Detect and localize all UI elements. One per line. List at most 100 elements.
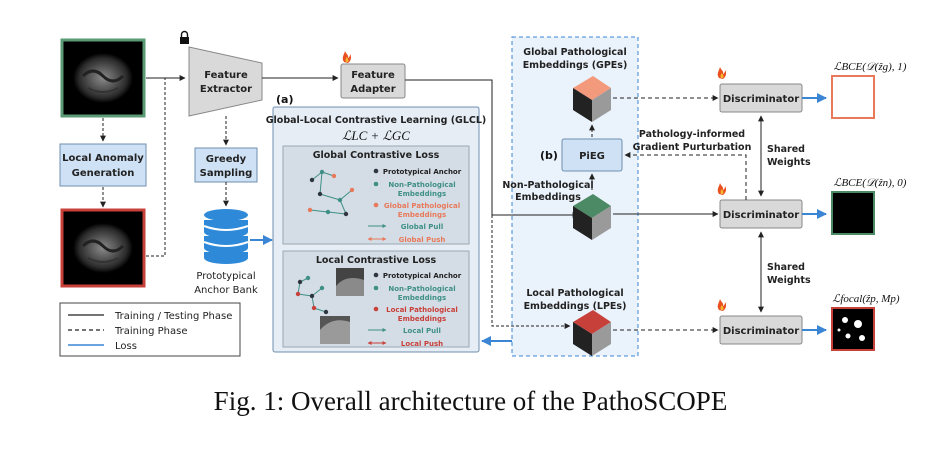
legend-item-label: Non-Pathological [388, 285, 455, 293]
scatter-point [325, 209, 331, 215]
scatter-point [307, 207, 313, 213]
scatter-edge [319, 171, 323, 195]
shared-weights-2-label: Shared [767, 262, 805, 273]
lock-icon [180, 30, 189, 44]
scatter-point [317, 191, 323, 197]
legend-marker-dot [373, 202, 379, 208]
scatter-point [323, 309, 329, 315]
fire-icon [342, 51, 352, 63]
scatter-edge [339, 189, 353, 201]
legend-marker-dot [373, 306, 379, 312]
scatter-edge [327, 211, 347, 215]
legend-marker-dot [373, 285, 379, 291]
legend-item-label: Non-Pathological [388, 181, 455, 189]
discriminator-1-label: Discriminator [723, 94, 799, 105]
augmented-mri-image [60, 208, 146, 288]
shared-weights-1-label: Shared [767, 144, 805, 155]
pieg-label: PiEG [579, 151, 605, 162]
local-patch-thumbnail-2 [320, 316, 350, 344]
global-embedding-scatter [307, 169, 355, 217]
output-map-nonpath [831, 191, 875, 235]
scatter-edge [339, 199, 347, 215]
legend-item-label: Embeddings [398, 294, 446, 302]
local-anomaly-generation-label-2: Generation [72, 168, 135, 179]
legend-marker-dot [373, 168, 379, 174]
local-patch-thumbnail-1 [336, 268, 364, 296]
adapter-to-embedding-line [405, 79, 579, 218]
greedy-sampling-label: Greedy [206, 154, 247, 165]
feature-extractor-label-2: Extractor [200, 84, 252, 95]
scatter-point [309, 293, 315, 299]
lpe-cube [573, 310, 611, 356]
scatter-point [295, 291, 301, 297]
nonpath-label: Non-Pathological [502, 180, 593, 191]
embeddings-tag: (b) [540, 149, 558, 162]
scatter-point [309, 177, 315, 183]
scatter-point [319, 285, 325, 291]
augmented-to-extractor-line [146, 78, 166, 257]
legend-item-label: Embeddings [398, 190, 446, 198]
legend-marker-dot [373, 181, 379, 187]
bce-nonpath-label: ℒBCE(𝒟(ẑn), 0) [834, 177, 907, 189]
legend-item-label: Local Push [401, 340, 443, 348]
nonpath-cube [573, 194, 611, 240]
shared-weights-1-label-2: Weights [767, 157, 811, 168]
gpe-cube [573, 76, 611, 122]
output-map-local [831, 307, 875, 351]
anchor-bank-label: Prototypical [196, 271, 255, 282]
legend-item-label: Embeddings [398, 315, 446, 323]
local-loss-title: Local Contrastive Loss [316, 255, 437, 266]
local-anomaly-generation-label: Local Anomaly [62, 153, 144, 164]
gpe-label: Global Pathological [523, 47, 626, 58]
local-loss-panel [282, 250, 470, 348]
focal-local-label: ℒfocal(ẑp, Mp) [832, 293, 900, 305]
local-anomaly-generation-box [59, 143, 147, 187]
glcl-title: Global-Local Contrastive Learning (GLCL) [266, 115, 487, 126]
anchor-bank-label-2: Anchor Bank [194, 285, 258, 296]
scatter-point [331, 173, 337, 179]
scatter-edge [297, 293, 313, 297]
adapter-to-lpe-line [491, 215, 571, 329]
database-icon [203, 209, 249, 264]
local-embedding-scatter [295, 275, 329, 315]
feature-adapter-label: Feature [351, 70, 395, 81]
feature-extractor-label: Feature [204, 70, 248, 81]
global-loss-panel [282, 145, 470, 245]
legend-loss-label: Loss [115, 341, 137, 352]
scatter-point [305, 275, 311, 281]
legend-item-label: Prototypical Anchor [383, 168, 462, 176]
feature-adapter-label-2: Adapter [350, 84, 395, 95]
legend-item-label: Local Pathological [386, 306, 458, 314]
legend-item-label: Prototypical Anchor [383, 272, 462, 280]
greedy-sampling-label-2: Sampling [200, 168, 253, 179]
nonpath-label-2: Embeddings [515, 192, 581, 203]
global-loss-title: Global Contrastive Loss [313, 150, 440, 161]
shared-weights-2-label-2: Weights [767, 275, 811, 286]
feature-extractor-block [188, 46, 263, 117]
gradient-perturbation-label-2: Gradient Purturbation [633, 142, 752, 153]
global-loss-legend: Prototypical AnchorNon-PathologicalEmbed… [367, 168, 462, 244]
greedy-sampling-box [194, 147, 258, 183]
fire-icon [717, 67, 727, 79]
scatter-edge [309, 209, 329, 213]
legend-item-label: Local Pull [403, 327, 441, 335]
glcl-tag: (a) [276, 93, 293, 106]
glcl-formula: ℒLC + ℒGC [342, 128, 410, 143]
lpe-label-2: Embeddings (LPEs) [524, 301, 627, 312]
legend-item-label: Global Pathological [384, 202, 460, 210]
pieg-box [561, 138, 623, 172]
input-mri-image [60, 38, 146, 118]
figure-caption: Fig. 1: Overall architecture of the Path… [213, 386, 728, 416]
legend-item-label: Global Pull [401, 223, 443, 231]
discriminator-2-label: Discriminator [723, 210, 799, 221]
discriminator-3-label: Discriminator [723, 326, 799, 337]
gradient-perturbation-label: Pathology-informed [639, 129, 745, 140]
bce-global-label: ℒBCE(𝒟(ẑg), 1) [834, 61, 907, 73]
fire-icon [717, 299, 727, 311]
gradient-perturbation-arrow [624, 152, 747, 200]
legend-solid-label: Training / Testing Phase [114, 311, 232, 322]
legend-marker-dot [373, 272, 379, 278]
local-loss-legend: Prototypical AnchorNon-PathologicalEmbed… [367, 272, 462, 348]
scatter-point [319, 169, 325, 175]
